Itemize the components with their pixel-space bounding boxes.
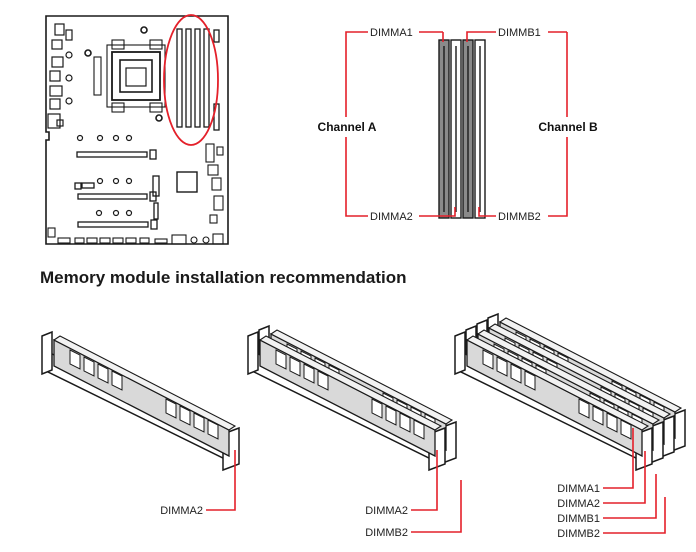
config-3-label-dimma1: DIMMA1 — [557, 483, 600, 495]
config-3-module-1 — [465, 335, 650, 458]
section-title: Memory module installation recommendatio… — [40, 268, 407, 287]
config-1-module-1-chip-6 — [179, 405, 191, 426]
board-screws — [76, 134, 133, 217]
dimm-highlight-ring — [163, 14, 219, 146]
config-1-leader-dimma2 — [206, 450, 236, 511]
slot-map: DIMMA1 DIMMB1 DIMMA2 DIMMB2 Channel A Ch… — [318, 27, 598, 223]
config-1-module-1-edge — [52, 335, 237, 431]
cpu-socket — [84, 26, 166, 122]
config-3-leader-dimmb2 — [603, 497, 666, 534]
config-2-module-1-chip-5 — [371, 398, 383, 419]
config-3-module-1-chip-3 — [510, 363, 522, 384]
config-2-label-dimmb2: DIMMB2 — [365, 527, 408, 539]
config-3-module-1-edge — [465, 335, 650, 431]
channel-a-label: Channel A — [318, 120, 377, 134]
config-3-module-1-chip-6 — [592, 405, 604, 426]
bottom-headers — [47, 227, 224, 245]
config-3-leader-dimmb1 — [603, 474, 657, 519]
config-1-module-1-chip-5 — [165, 398, 177, 419]
config-2-module-1-chip-2 — [289, 356, 301, 377]
config-2-module-1-chip-1 — [275, 349, 287, 370]
config-3-leader-dimma1 — [603, 428, 634, 489]
config-1-slot-1-latch-left — [41, 330, 53, 376]
config-3-module-1-chip-2 — [496, 356, 508, 377]
config-3-module-1-chip-8 — [620, 419, 632, 440]
config-3-module-2-edge — [476, 329, 661, 425]
channel-b-label: Channel B — [538, 120, 598, 134]
config-2-module-1-edge — [258, 335, 443, 431]
dimm-a1-label: DIMMA1 — [370, 27, 413, 39]
config-1-module-1-chip-7 — [193, 412, 205, 433]
config-1-module-1 — [52, 335, 237, 458]
chipset — [176, 171, 198, 193]
config-2-module-1-chip-8 — [413, 419, 425, 440]
board-dimm-slots — [176, 28, 220, 131]
config-1-label-dimma2: DIMMA2 — [160, 505, 203, 517]
config-3-slot-1-latch-left — [454, 330, 466, 376]
motherboard — [45, 15, 229, 245]
config-2-module-2-edge — [269, 329, 454, 425]
config-1-module: DIMMA2 — [41, 330, 240, 517]
config-2-module-1 — [258, 335, 443, 458]
board-outline — [45, 15, 229, 245]
config-3-label-dimmb1: DIMMB1 — [557, 513, 600, 525]
config-2-module-1-chip-4 — [317, 370, 329, 391]
pcie-slots — [74, 149, 160, 230]
config-1-module-1-chip-3 — [97, 363, 109, 384]
dimm-b2-label: DIMMB2 — [498, 211, 541, 223]
right-headers — [205, 143, 224, 224]
dimm-b1-label: DIMMB1 — [498, 27, 541, 39]
config-2-leader-dimmb2 — [411, 480, 462, 533]
config-1-module-1-chip-1 — [69, 349, 81, 370]
config-3-label-dimma2: DIMMA2 — [557, 498, 600, 510]
config-3-module-1-chip-4 — [524, 370, 536, 391]
config-2-module-1-chip-6 — [385, 405, 397, 426]
config-3-module-4-edge — [498, 317, 683, 413]
config-3-module-3-edge — [487, 323, 672, 419]
rear-io-ports — [47, 23, 73, 129]
config-1-module-1-chip-8 — [207, 419, 219, 440]
config-2-module-1-chip-7 — [399, 412, 411, 433]
config-2-leader-dimma2 — [411, 450, 438, 511]
config-2-label-dimma2: DIMMA2 — [365, 505, 408, 517]
dimm-a2-label: DIMMA2 — [370, 211, 413, 223]
config-2-module-1-chip-3 — [303, 363, 315, 384]
config-3-leader-dimma2 — [603, 451, 646, 504]
config-3-label-dimmb2: DIMMB2 — [557, 528, 600, 540]
slot-map-leaders — [345, 31, 568, 217]
config-3-module-1-chip-7 — [606, 412, 618, 433]
slot-map-slots — [438, 39, 486, 219]
config-1-module-1-chip-4 — [111, 370, 123, 391]
config-3-module-1-chip-1 — [482, 349, 494, 370]
config-3-module-1-chip-5 — [578, 398, 590, 419]
config-2-slot-1-latch-left — [247, 330, 259, 376]
config-1-module-1-chip-2 — [83, 356, 95, 377]
